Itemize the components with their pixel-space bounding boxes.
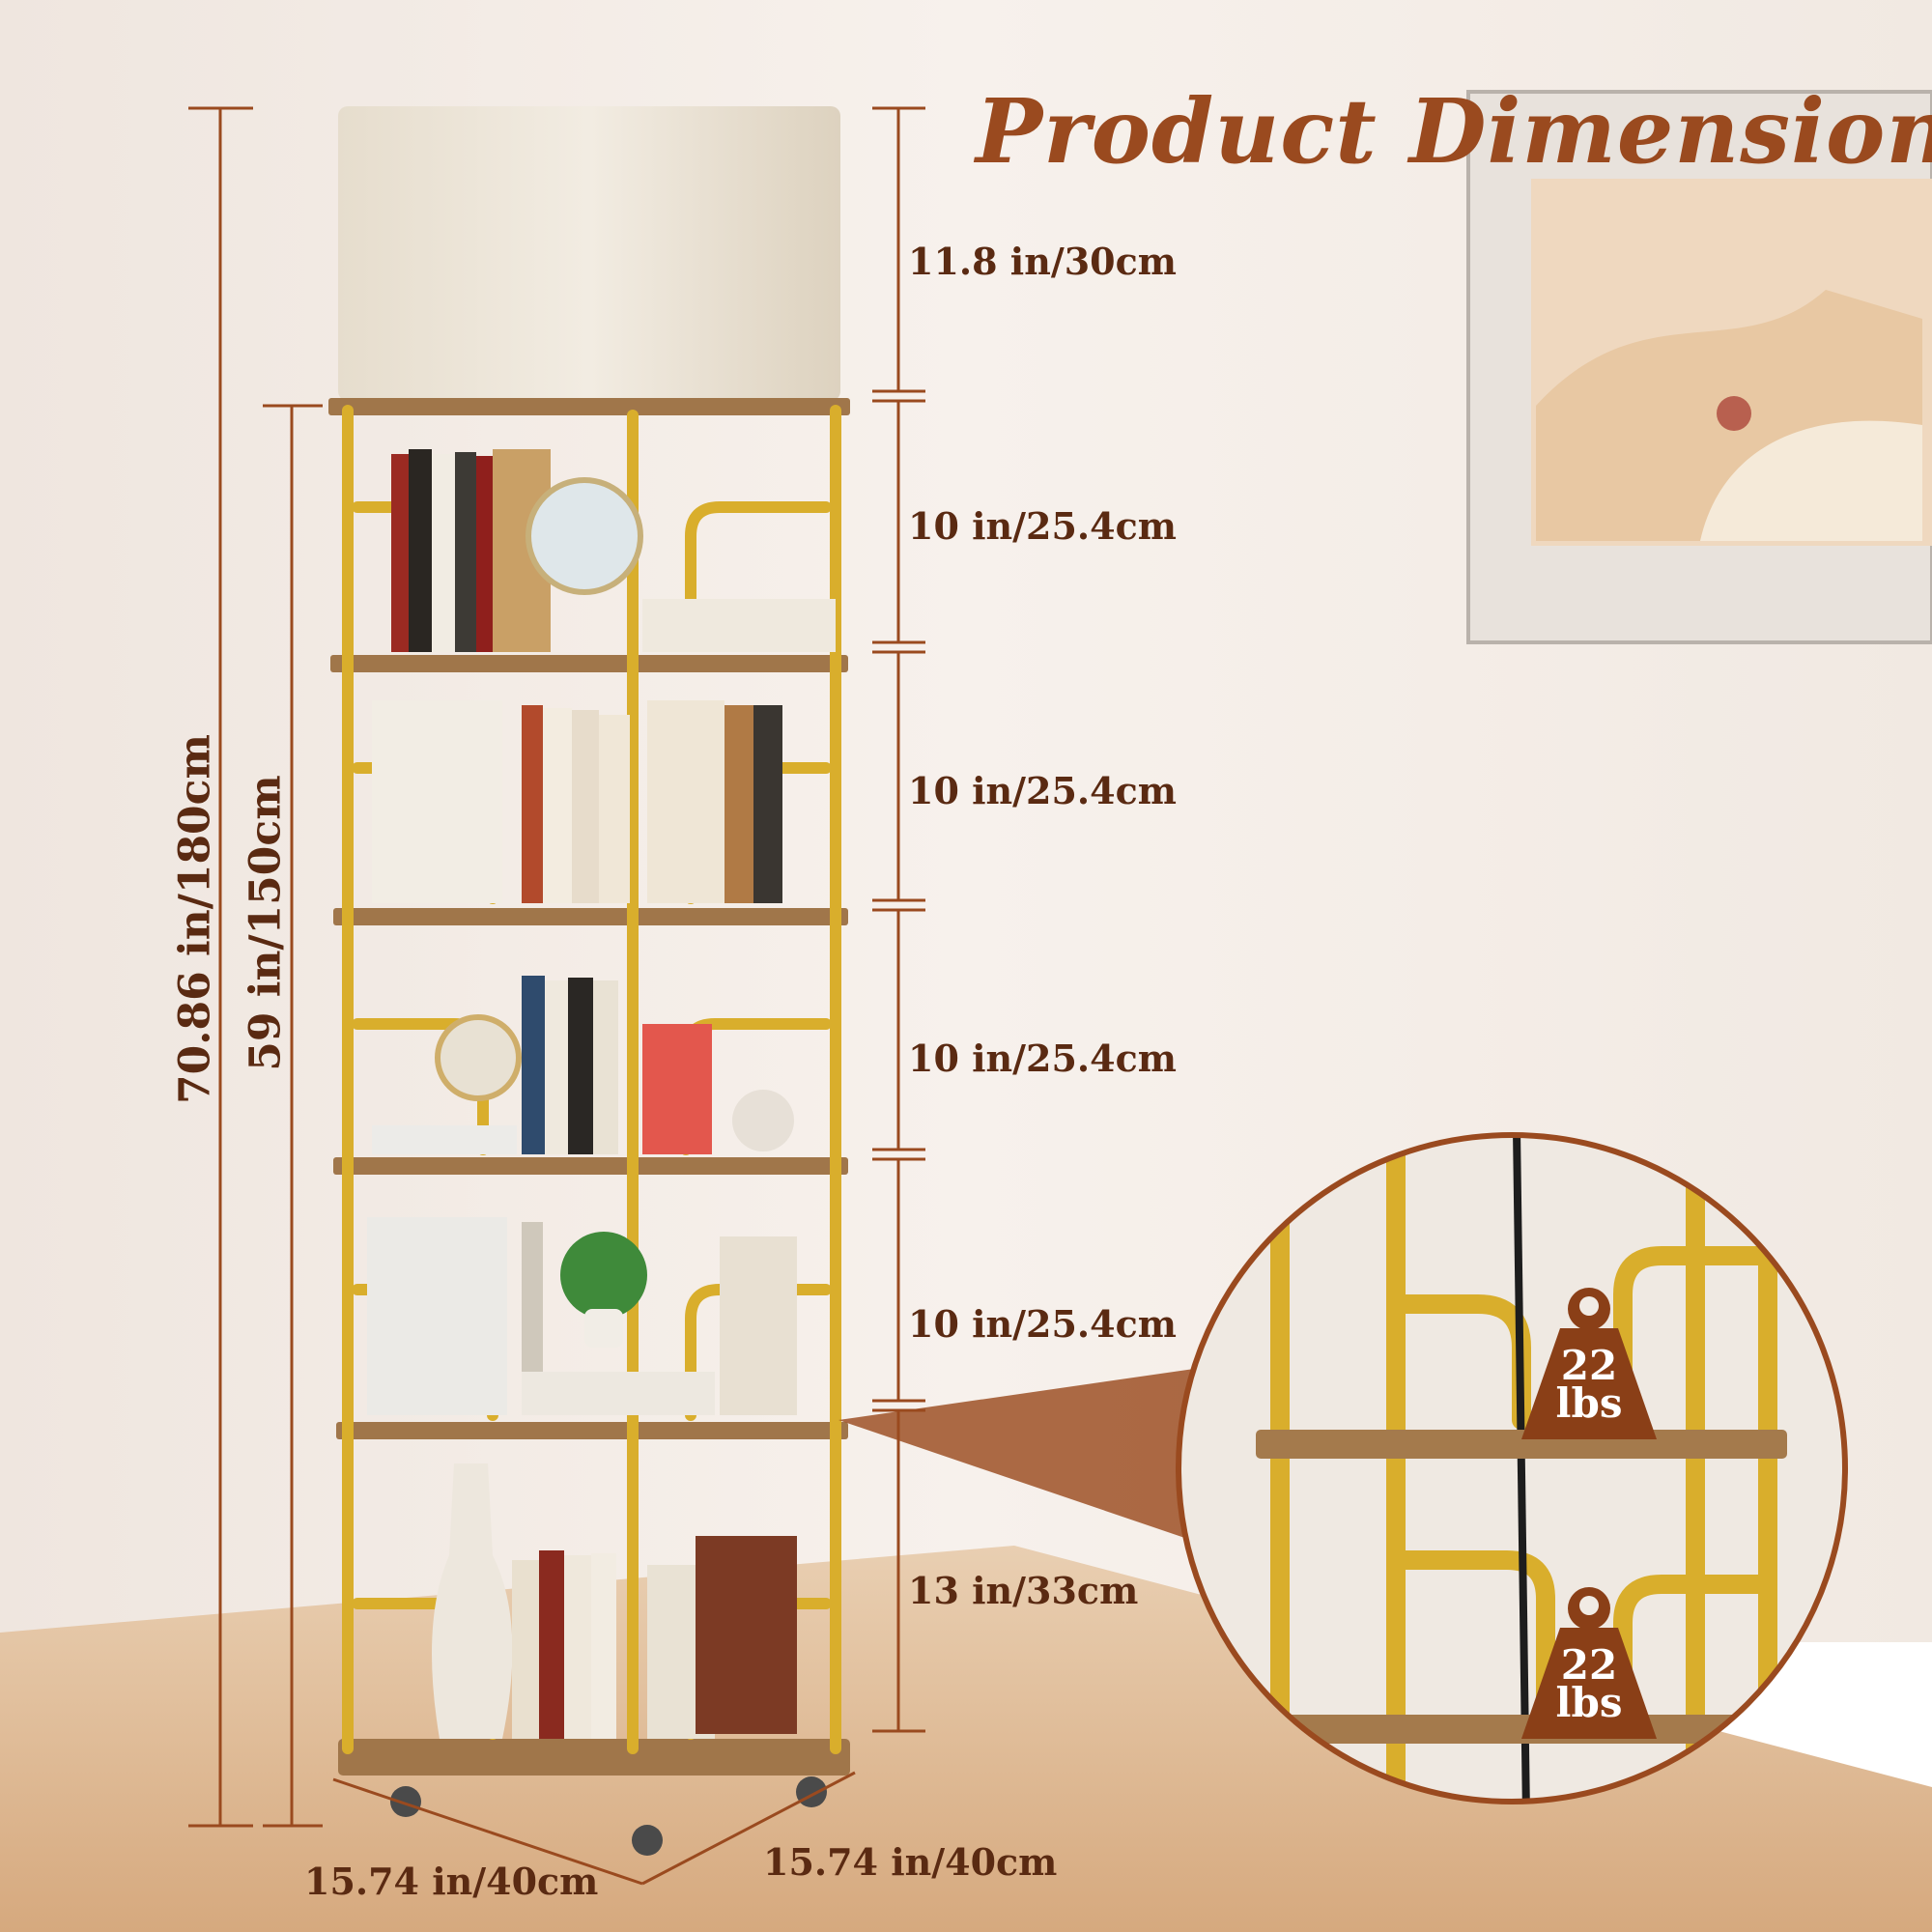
wall-art — [1466, 90, 1932, 644]
tier4-height-label: 10 in/25.4cm — [908, 1302, 1177, 1346]
bottom-tier-height-label: 13 in/33cm — [908, 1569, 1139, 1612]
books-tier-1 — [391, 449, 836, 652]
zoom-connector — [838, 1367, 1208, 1546]
tier2-height-label: 10 in/25.4cm — [908, 769, 1177, 812]
globe-decor — [526, 477, 643, 595]
books-tier-2 — [372, 700, 782, 903]
base-dimension-lines — [332, 1771, 856, 1886]
books-tier-4 — [367, 1217, 797, 1415]
width-label: 15.74 in/40cm — [304, 1860, 599, 1903]
lower-load-unit: lbs — [1555, 1679, 1623, 1726]
upper-load-value: 22 — [1560, 1342, 1618, 1389]
tier1-height-label: 10 in/25.4cm — [908, 504, 1177, 548]
page-title: Product Dimension — [976, 79, 1932, 184]
depth-label: 15.74 in/40cm — [763, 1840, 1058, 1884]
lampshade-height-label: 11.8 in/30cm — [908, 240, 1177, 283]
plant-decor — [560, 1232, 647, 1319]
clock-decor — [435, 1014, 522, 1101]
total-height-label: 70.86 in/180cm — [170, 733, 220, 1105]
tier3-height-label: 10 in/25.4cm — [908, 1037, 1177, 1080]
tier-dimension-lines — [872, 106, 925, 1733]
books-tier-3 — [372, 976, 794, 1154]
vase-decor — [432, 1463, 513, 1739]
lamp-shade — [338, 106, 840, 401]
lower-load-value: 22 — [1560, 1641, 1618, 1689]
total-height-line — [188, 106, 253, 1828]
shelves — [328, 398, 850, 1776]
zoom-detail — [1176, 1132, 1848, 1804]
books-tier-5 — [432, 1463, 797, 1739]
shelf-height-line — [263, 404, 323, 1828]
shelf-height-label: 59 in/150cm — [241, 775, 291, 1071]
upper-load-unit: lbs — [1555, 1379, 1623, 1427]
